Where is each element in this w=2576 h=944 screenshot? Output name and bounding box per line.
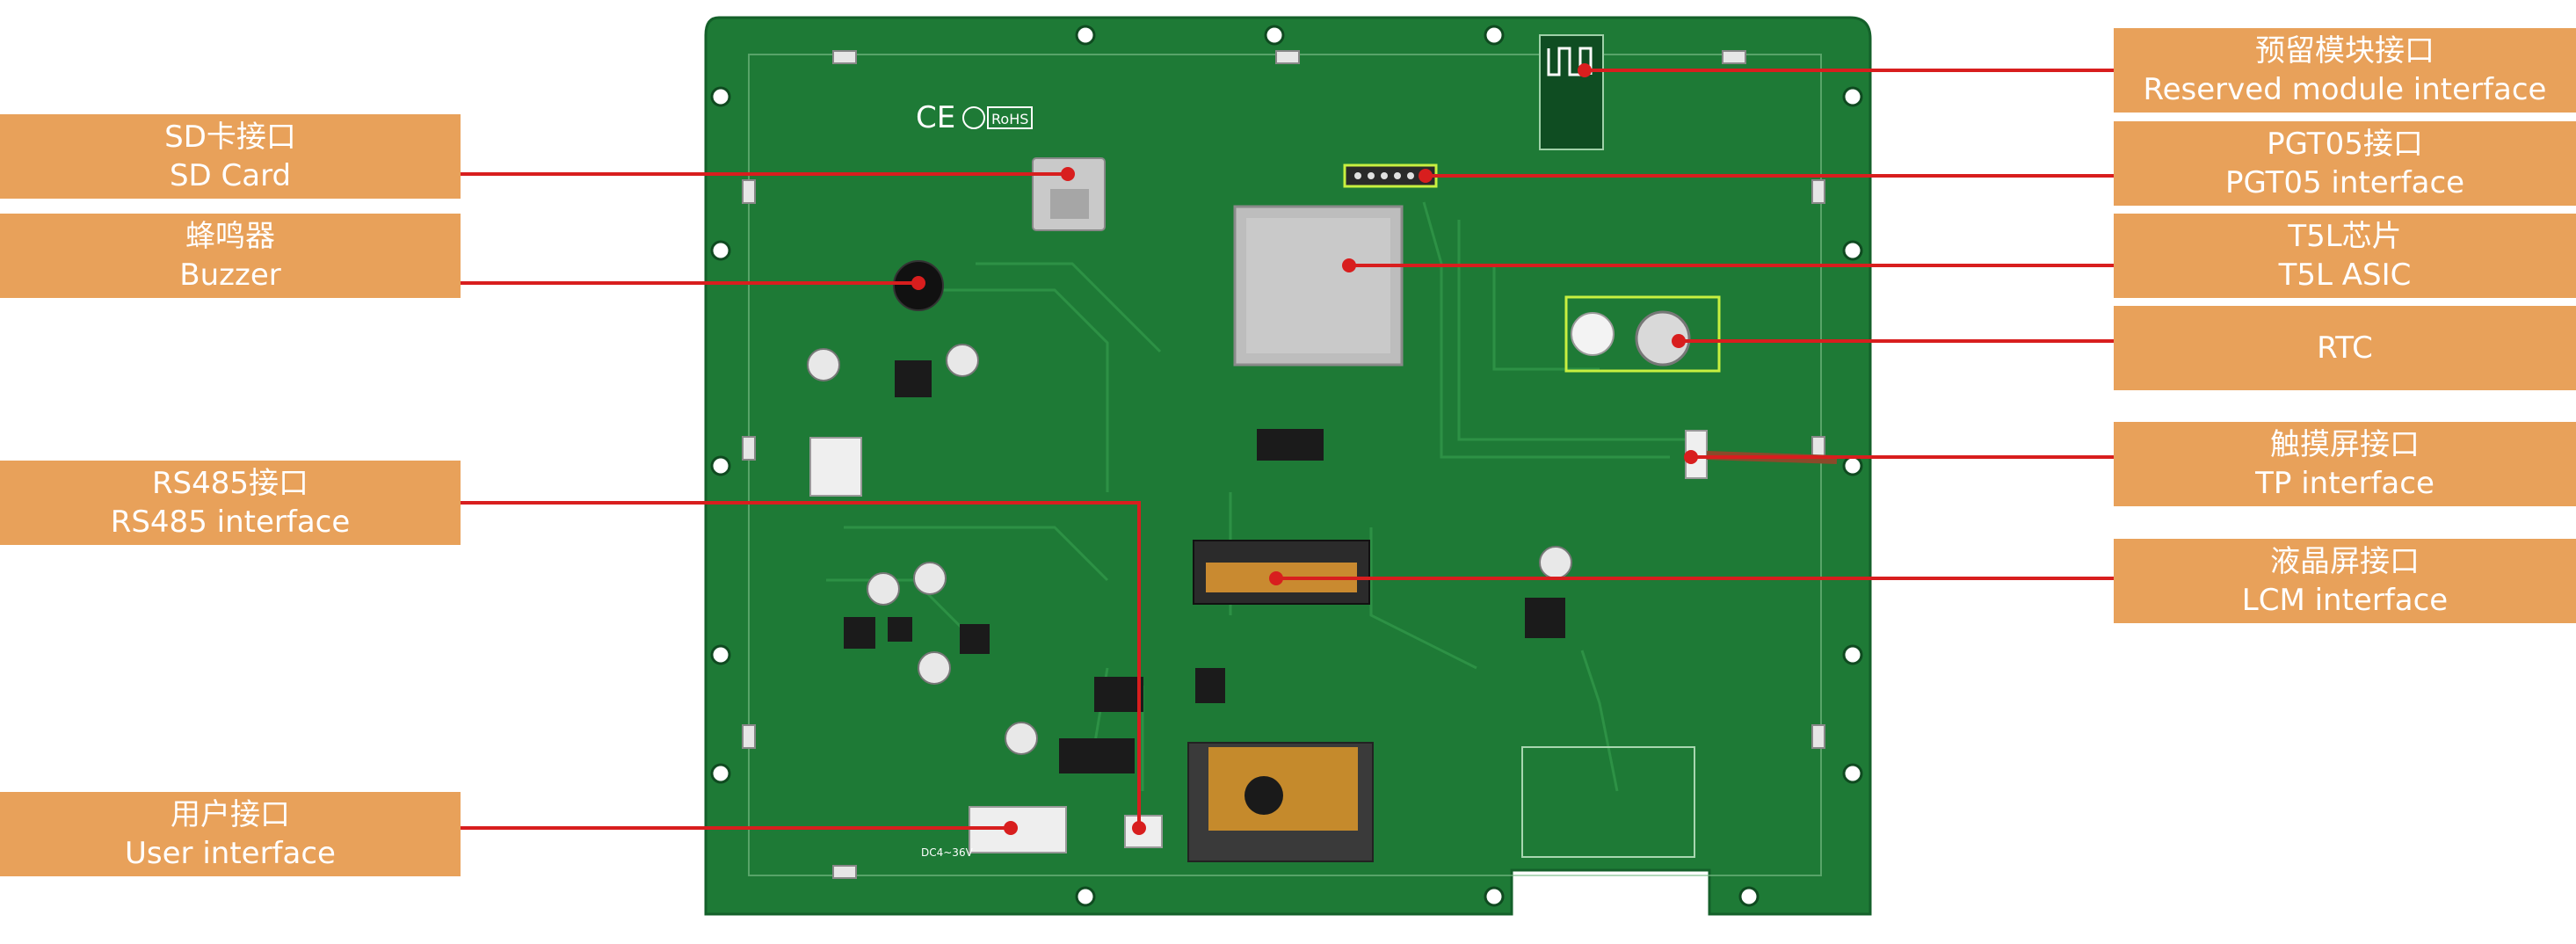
callout-buzzer-zh: 蜂鸣器 bbox=[185, 219, 275, 254]
antenna-icon bbox=[1547, 47, 1593, 76]
callout-lcm-interface-zh: 液晶屏接口 bbox=[2270, 544, 2420, 579]
callout-lcm-interface: 液晶屏接口 LCM interface bbox=[2114, 539, 2576, 623]
rtc-battery bbox=[1635, 310, 1691, 367]
callout-sd-card: SD卡接口 SD Card bbox=[0, 114, 461, 199]
callout-lcm-interface-en: LCM interface bbox=[2241, 583, 2449, 618]
capacitors bbox=[807, 344, 1572, 755]
callout-buzzer-en: Buzzer bbox=[179, 258, 281, 293]
callout-reserved-module: 预留模块接口 Reserved module interface bbox=[2114, 28, 2576, 113]
callout-pgt05: PGT05接口 PGT05 interface bbox=[2114, 121, 2576, 206]
leader-dots bbox=[911, 63, 1698, 835]
reserved-module-pad bbox=[1539, 34, 1604, 150]
callout-tp-interface: 触摸屏接口 TP interface bbox=[2114, 422, 2576, 506]
callout-sd-card-en: SD Card bbox=[169, 158, 292, 193]
ce-mark: CE bbox=[916, 100, 955, 135]
leader-lines bbox=[461, 69, 2114, 830]
callout-buzzer: 蜂鸣器 Buzzer bbox=[0, 214, 461, 298]
pcb-traces bbox=[826, 201, 1687, 792]
recycle-icon bbox=[962, 106, 985, 129]
rtc-capacitor bbox=[1571, 312, 1615, 356]
rtc-highlight bbox=[1564, 295, 1721, 373]
callout-rtc: RTC bbox=[2114, 306, 2576, 390]
callout-rs485-en: RS485 interface bbox=[110, 505, 351, 540]
callout-sd-card-zh: SD卡接口 bbox=[164, 120, 296, 155]
callout-pgt05-en: PGT05 interface bbox=[2224, 165, 2465, 200]
callout-user-interface: 用户接口 User interface bbox=[0, 792, 461, 876]
callout-tp-interface-en: TP interface bbox=[2255, 466, 2435, 501]
silk-outline-box bbox=[1521, 746, 1695, 858]
input-voltage-silk: DC4~36V bbox=[921, 846, 974, 859]
rs485-connector bbox=[809, 437, 862, 497]
callout-reserved-module-zh: 预留模块接口 bbox=[2255, 33, 2435, 69]
callout-reserved-module-en: Reserved module interface bbox=[2143, 72, 2547, 107]
callout-user-interface-en: User interface bbox=[125, 836, 336, 871]
callout-tp-interface-zh: 触摸屏接口 bbox=[2270, 427, 2420, 462]
small-ics bbox=[844, 360, 1565, 773]
callout-rs485: RS485接口 RS485 interface bbox=[0, 461, 461, 545]
callout-t5l-asic-en: T5L ASIC bbox=[2278, 258, 2412, 293]
callout-user-interface-zh: 用户接口 bbox=[171, 797, 290, 832]
callout-t5l-asic: T5L芯片 T5L ASIC bbox=[2114, 214, 2576, 298]
callout-t5l-asic-zh: T5L芯片 bbox=[2288, 219, 2402, 254]
callout-rs485-zh: RS485接口 bbox=[151, 466, 309, 501]
callout-pgt05-zh: PGT05接口 bbox=[2267, 127, 2423, 162]
pcb-board bbox=[704, 16, 1872, 916]
rohs-badge bbox=[987, 106, 1033, 129]
edge-clips bbox=[742, 50, 1825, 879]
rohs-text: RoHS bbox=[991, 111, 1028, 127]
mounting-holes bbox=[710, 25, 1863, 907]
callout-rtc-en: RTC bbox=[2317, 330, 2373, 366]
